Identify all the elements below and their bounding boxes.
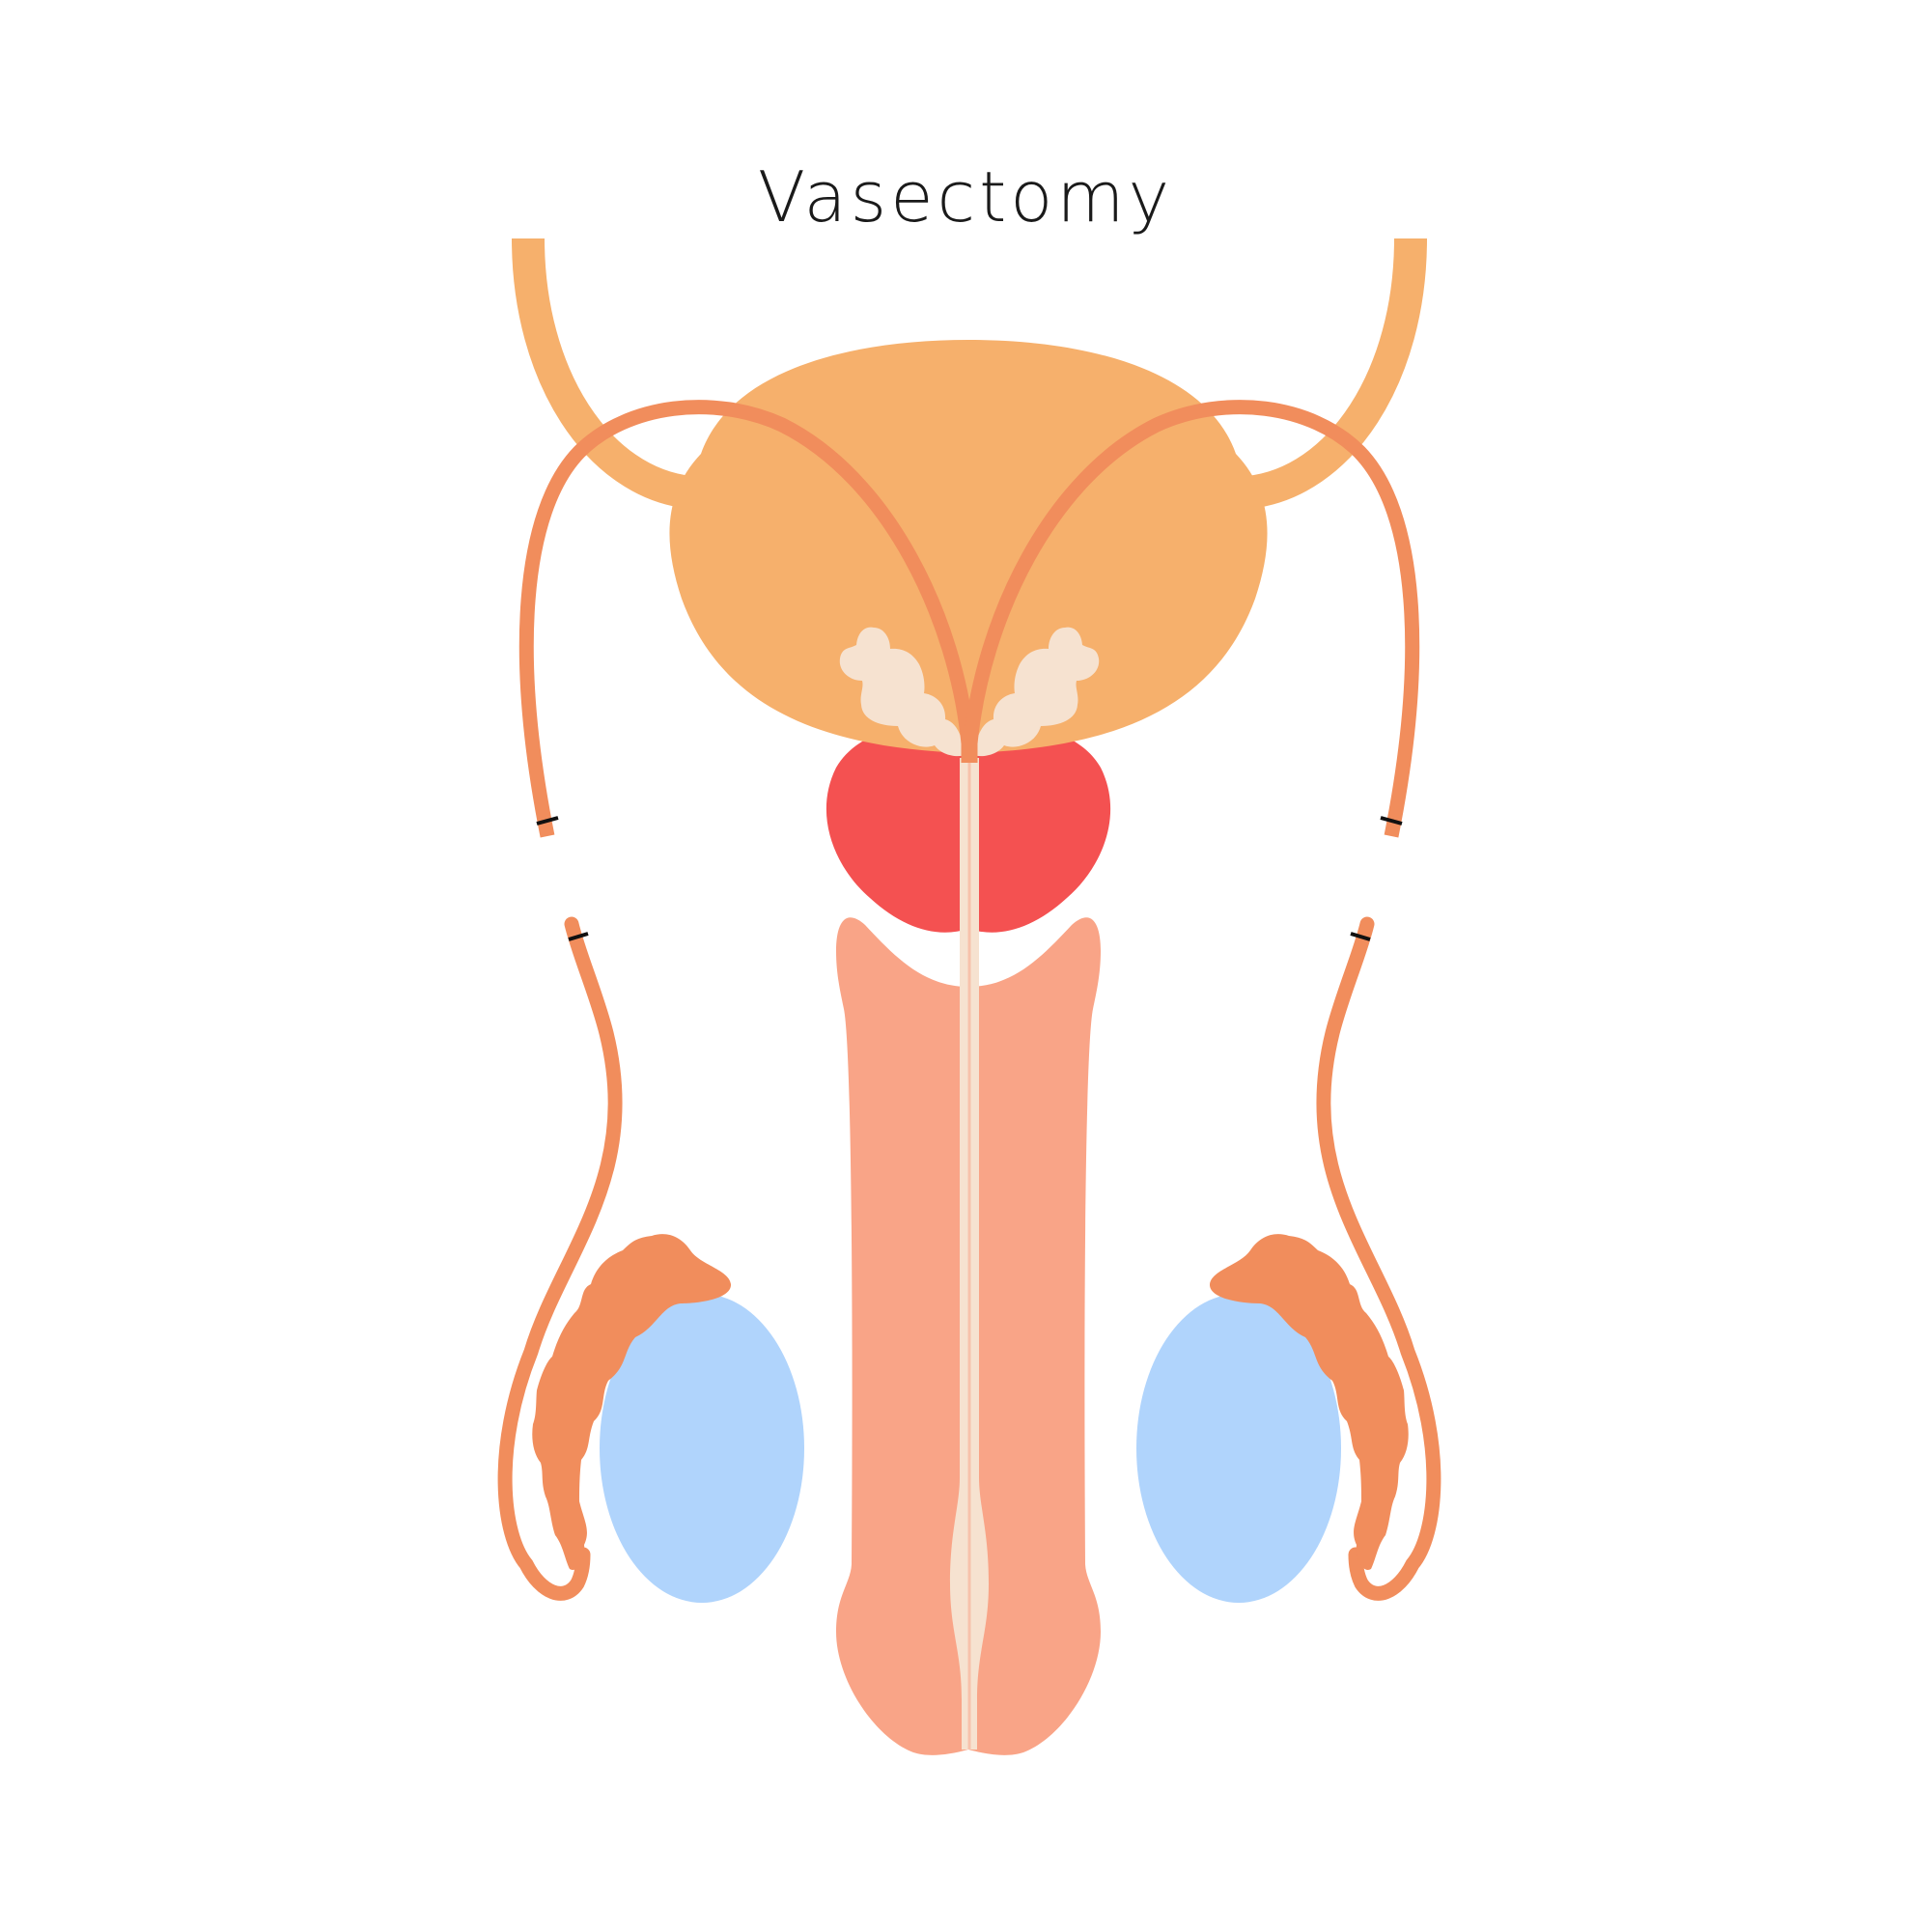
bladder (669, 340, 1268, 753)
left-lower-ligature (568, 932, 589, 941)
left-vas-deferens-lower (497, 916, 623, 1601)
left-testis (600, 1294, 804, 1603)
right-upper-ligature (1380, 816, 1403, 826)
left-vas-deferens-upper (518, 400, 976, 838)
left-upper-ligature (536, 816, 559, 826)
diagram-title: Vasectomy (757, 156, 1174, 238)
right-vas-deferens-lower (1316, 916, 1441, 1601)
left-ureter (512, 238, 693, 509)
right-vas-deferens-upper (963, 400, 1420, 838)
left-seminal-vesicle (839, 627, 966, 757)
right-seminal-vesicle (973, 627, 1100, 757)
right-ureter (1245, 238, 1427, 509)
right-testis (1136, 1294, 1341, 1603)
right-epididymis (1209, 1234, 1409, 1570)
right-lower-ligature (1350, 932, 1371, 941)
left-epididymis (532, 1234, 732, 1570)
